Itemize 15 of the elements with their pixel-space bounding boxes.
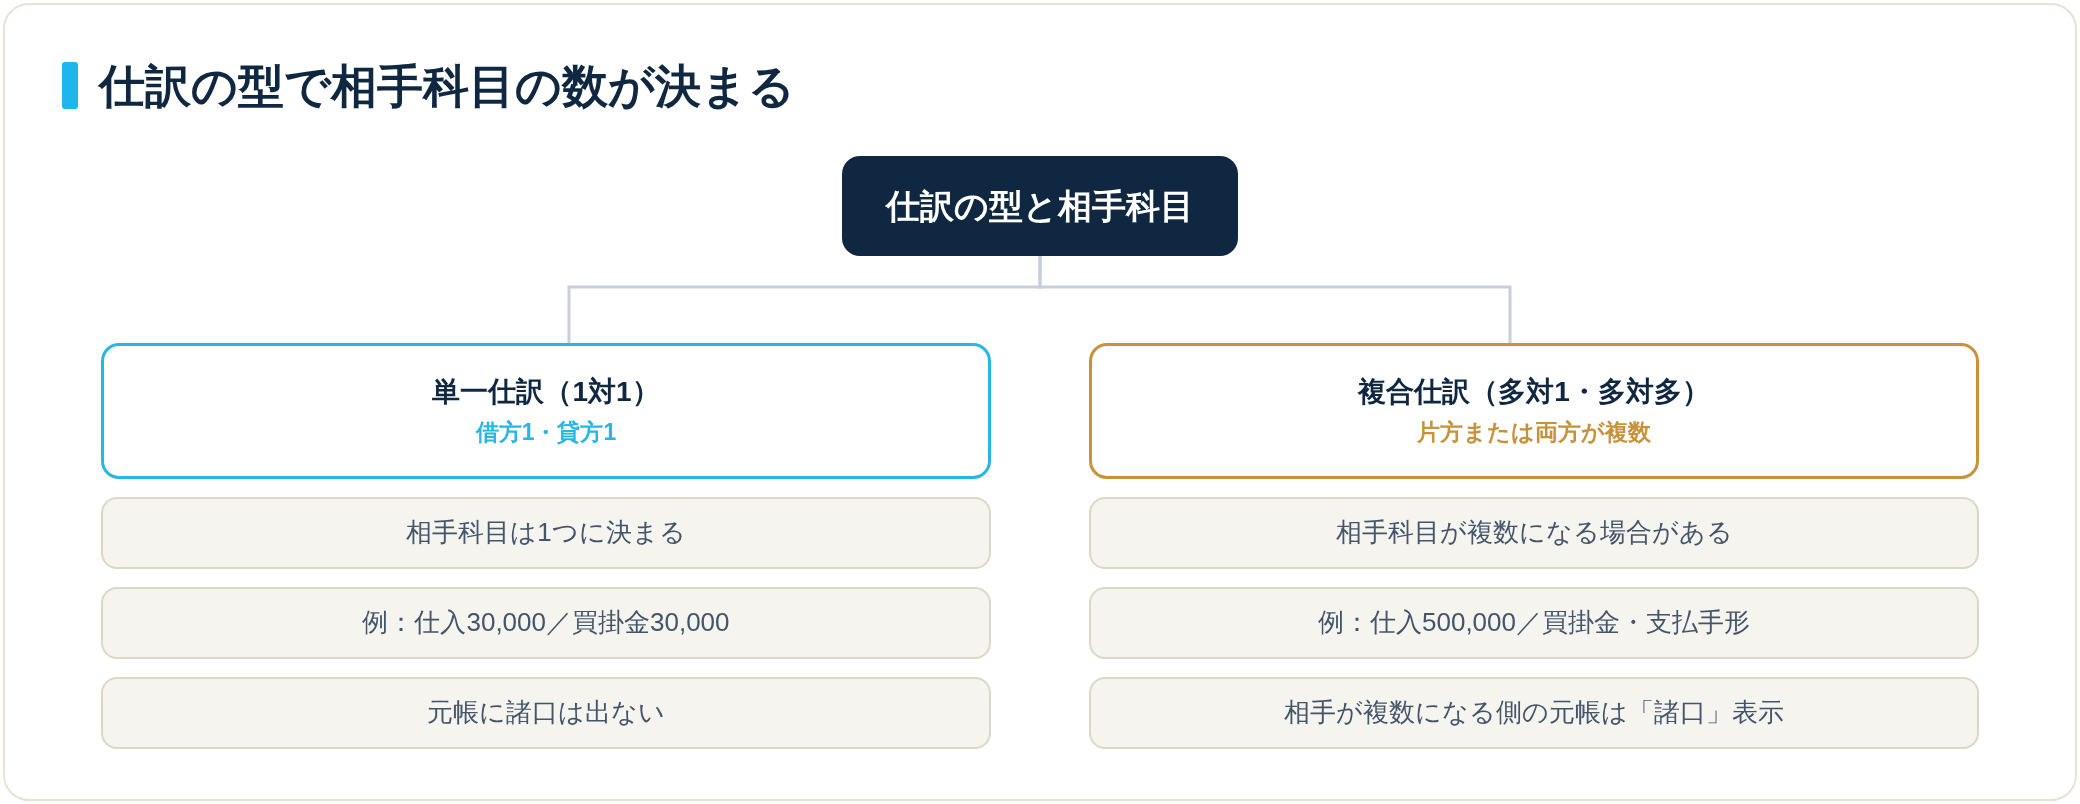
heading: 仕訳の型で相手科目の数が決まる: [99, 60, 795, 112]
item-box: 相手科目は1つに決まる: [101, 497, 991, 569]
item-box: 例：仕入30,000／買掛金30,000: [101, 587, 991, 659]
category-note: 片方または両方が複数: [1417, 418, 1651, 448]
item-box: 元帳に諸口は出ない: [101, 677, 991, 749]
category-box: [101, 343, 991, 479]
category-heading: 複合仕訳（多対1・多対多）: [1358, 374, 1710, 409]
item-box: 相手が複数になる側の元帳は「諸口」表示: [1089, 677, 1979, 749]
item-box: 例：仕入500,000／買掛金・支払手形: [1089, 587, 1979, 659]
item-box: 相手科目が複数になる場合がある: [1089, 497, 1979, 569]
connector-line: [1038, 256, 1512, 343]
category-box: [1089, 343, 1979, 479]
root-box: 仕訳の型と相手科目: [842, 156, 1238, 256]
category-heading: 単一仕訳（1対1）: [432, 374, 660, 409]
category-note: 借方1・貸方1: [475, 418, 617, 448]
